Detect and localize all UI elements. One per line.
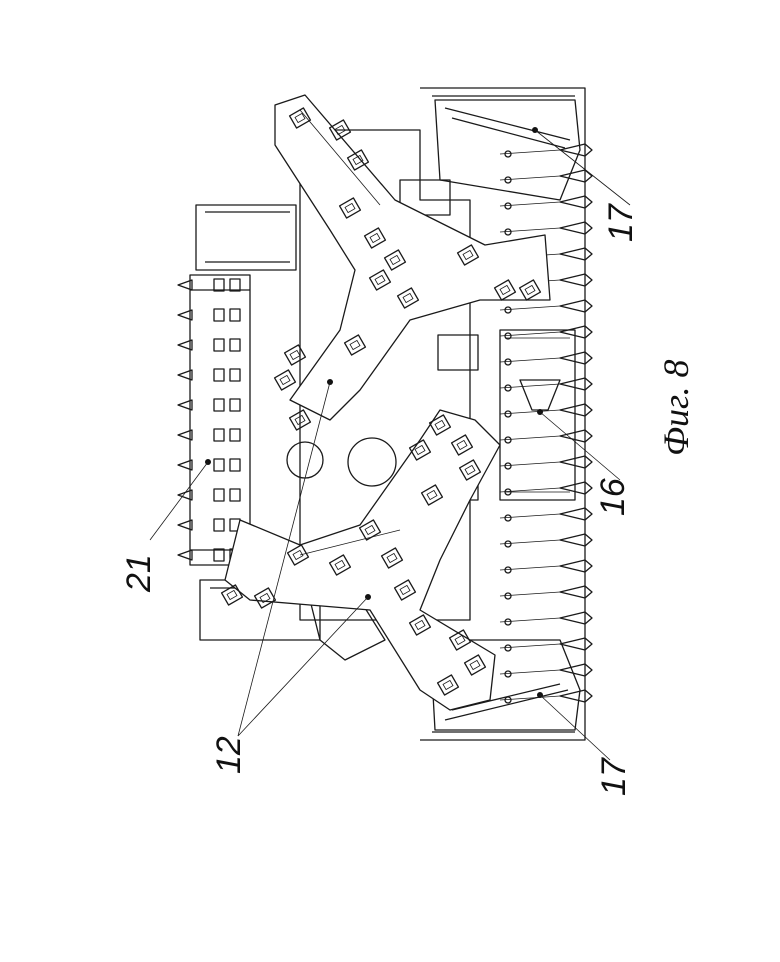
cutter-bit (285, 345, 306, 365)
drum-teeth-row (500, 144, 592, 703)
side-tooth (178, 519, 240, 531)
side-tooth (178, 369, 240, 381)
ref-label-17-bottom: 17 (595, 757, 633, 796)
drum-tooth (500, 508, 592, 521)
side-tooth (178, 339, 240, 351)
drum-tooth (500, 586, 592, 599)
ref-label-16: 16 (594, 478, 632, 516)
figure-caption: Фиг. 8 (656, 359, 696, 456)
drum-tooth (500, 612, 592, 625)
side-tooth (178, 489, 240, 501)
drum-tooth (500, 482, 592, 495)
ref-label-21: 21 (120, 554, 158, 593)
drum-tooth (500, 456, 592, 469)
drum-tooth (500, 326, 592, 339)
drum-tooth (500, 430, 592, 443)
side-tooth (178, 429, 240, 441)
side-tooth (178, 309, 240, 321)
ref-label-17-top: 17 (602, 203, 640, 242)
side-head-teeth (178, 279, 240, 561)
drum-tooth (500, 222, 592, 235)
cutter-bit (275, 370, 296, 390)
drum-tooth (500, 560, 592, 573)
side-tooth (178, 399, 240, 411)
drum-tooth (500, 300, 592, 313)
drum-tooth (500, 352, 592, 365)
ref-label-12: 12 (210, 736, 248, 774)
side-tooth (178, 279, 240, 291)
drum-tooth (500, 534, 592, 547)
